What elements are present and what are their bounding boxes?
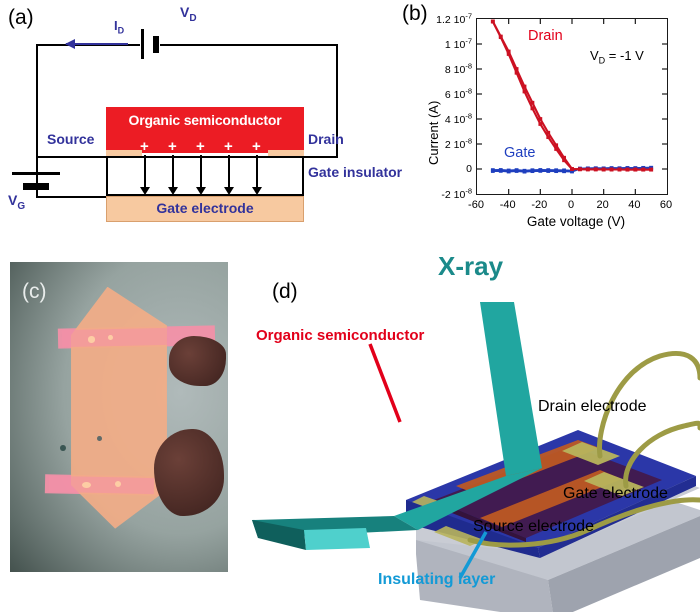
micrograph-image: (c) (10, 262, 228, 572)
battery-vg-short-plate (23, 183, 49, 190)
y-tick-label: -2 10-8 (441, 186, 472, 201)
charge-plus: + (224, 138, 233, 155)
y-tick-label: 4 10-8 (444, 111, 472, 126)
x-tick-label: 60 (659, 199, 673, 211)
gate-electrode-label: Gate electrode (563, 485, 668, 502)
field-arrow (252, 155, 262, 195)
source-label: Source (47, 131, 95, 147)
insulating-layer-label: Insulating layer (378, 571, 496, 588)
drain-label: Drain (308, 131, 344, 147)
bias-condition-annotation: VD = -1 V (590, 48, 644, 66)
y-tick-label: 0 (466, 162, 472, 175)
battery-vd-long-plate (141, 29, 144, 59)
charge-plus: + (252, 138, 261, 155)
x-tick-label: 0 (567, 199, 575, 211)
crystal-defect-speck (114, 480, 122, 487)
panel-a-device-schematic: (a) ID VD VG Organic semiconductor Gate … (0, 0, 403, 245)
series-label-drain: Drain (528, 28, 563, 44)
x-tick-label: 20 (596, 199, 609, 211)
y-tick-label: 1 10-7 (444, 36, 472, 51)
x-axis-label: Gate voltage (V) (526, 214, 626, 229)
xray-label: X-ray (438, 251, 504, 281)
y-tick-label: 8 10-8 (444, 61, 472, 76)
electrode-strip-bottom-overlay (49, 476, 155, 495)
current-id-arrow (65, 39, 128, 49)
battery-vg-long-plate (12, 172, 60, 175)
crystal-defect-speck (81, 482, 91, 489)
id-subscript: D (117, 25, 125, 36)
x-tick-label: -60 (468, 199, 484, 211)
wire-top-right (160, 44, 338, 46)
annot-vd-subscript: D (598, 55, 606, 66)
crystal-defect-speck (97, 435, 102, 441)
annot-vd-value: = -1 V (605, 48, 644, 63)
panel-c-tag: (c) (22, 280, 47, 303)
voltage-vd-label: VD (180, 4, 197, 24)
wire-vg-to-gate (36, 196, 154, 198)
drain-contact-pad (268, 150, 304, 157)
vg-subscript: G (17, 200, 26, 212)
electrode-strip-top-overlay (62, 327, 168, 347)
annot-vd-symbol: V (590, 48, 599, 63)
panel-d-tag: (d) (272, 280, 298, 303)
field-arrow (196, 155, 206, 195)
plot-area (476, 18, 668, 195)
panel-d-3d-device-schematic: (d) X-ray Organic semiconductor Drain el… (248, 248, 700, 612)
source-contact-pad (106, 150, 142, 157)
charge-plus: + (196, 138, 205, 155)
x-tick-label: -40 (499, 199, 516, 211)
crystal-defect-speck (88, 336, 95, 343)
xray-beam (252, 302, 542, 550)
gate-electrode-label: Gate electrode (156, 200, 254, 216)
panel-c-optical-micrograph: (c) (10, 262, 228, 572)
carbon-paste-contact-upper (169, 336, 226, 386)
y-tick-label: 1.2 10-7 (436, 11, 472, 26)
y-tick-label: 2 10-8 (444, 136, 472, 151)
panel-b-transfer-curve-chart: (b) Current (A) -2 10-8 0 2 10-8 4 10-8 6 10… (400, 0, 700, 245)
gate-insulator-label: Gate insulator (308, 164, 403, 180)
y-tick-label: 6 10-8 (444, 86, 472, 101)
charge-plus: + (168, 138, 177, 155)
organic-semiconductor-callout-label: Organic semiconductor (256, 327, 425, 344)
organic-semiconductor-block: Organic semiconductor (106, 107, 304, 153)
field-arrow (140, 155, 150, 195)
current-id-label: ID (114, 18, 125, 36)
drain-electrode-label: Drain electrode (538, 398, 647, 415)
charge-plus: + (140, 138, 149, 155)
wire-vg-left (36, 156, 38, 198)
wire-left-vertical (36, 44, 38, 158)
plot-svg (477, 19, 667, 194)
crystal-defect-speck (60, 444, 66, 452)
organic-semiconductor-label: Organic semiconductor (128, 112, 282, 128)
field-arrow (224, 155, 234, 195)
panel-a-tag: (a) (8, 6, 34, 29)
voltage-vg-label: VG (8, 192, 26, 212)
wires-olive (467, 350, 700, 548)
field-arrow (168, 155, 178, 195)
wire-right-vertical (336, 44, 338, 158)
source-electrode-label: Source electrode (473, 518, 594, 535)
x-tick-label: 40 (628, 199, 641, 211)
crystal-defect-speck (108, 334, 114, 341)
gate-electrode-block: Gate electrode (106, 196, 304, 222)
x-tick-label: -20 (531, 199, 548, 211)
wire-top-left (36, 44, 140, 46)
y-axis-label: Current (A) (426, 100, 441, 165)
vd-subscript: D (189, 12, 197, 24)
callout-line-organic-semiconductor (368, 343, 402, 423)
device-3d-drawing (252, 302, 700, 612)
carbon-paste-contact-lower (153, 429, 224, 517)
battery-vd-short-plate (153, 36, 159, 53)
callout-line-insulating-layer (458, 531, 488, 579)
series-label-gate: Gate (504, 145, 536, 161)
panel-b-tag: (b) (402, 2, 428, 25)
